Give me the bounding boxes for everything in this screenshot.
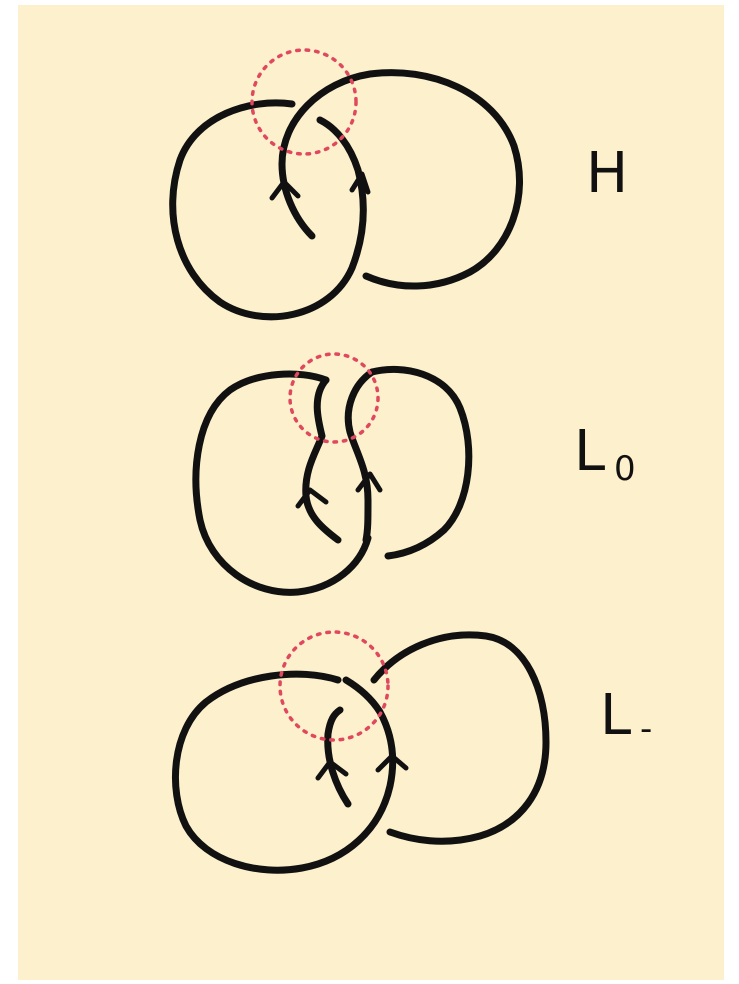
l0-left-loop xyxy=(192,370,372,596)
label-h: H xyxy=(586,141,628,206)
label-lminus-sub: - xyxy=(640,709,652,749)
h-left-loop-tail xyxy=(278,160,316,240)
lminus-crossing-highlight xyxy=(278,630,390,742)
l0-right-inner xyxy=(344,368,376,544)
l0-arrow-right xyxy=(355,471,383,493)
diagram-l0 xyxy=(192,352,473,596)
label-l0-sub: 0 xyxy=(614,449,636,489)
label-lminus-main: L xyxy=(600,683,631,748)
diagram-lminus xyxy=(171,630,550,874)
l0-arrow-left xyxy=(295,487,329,509)
h-arrow-right xyxy=(349,171,371,195)
h-crossing-highlight xyxy=(250,48,358,156)
h-left-loop xyxy=(169,99,367,321)
l0-crossing-highlight xyxy=(288,352,380,444)
lminus-arrow-right xyxy=(375,753,409,773)
lminus-arrow-left xyxy=(315,759,349,781)
h-right-loop xyxy=(278,69,524,290)
lminus-right-loop xyxy=(370,631,550,845)
lminus-left-loop xyxy=(171,670,397,874)
l0-right-loop xyxy=(368,365,473,560)
h-arrow-left xyxy=(269,179,301,201)
diagram-h xyxy=(169,48,524,321)
l0-left-inner xyxy=(302,376,342,544)
label-l0-main: L xyxy=(574,419,605,484)
lminus-inner-tail xyxy=(324,706,352,808)
